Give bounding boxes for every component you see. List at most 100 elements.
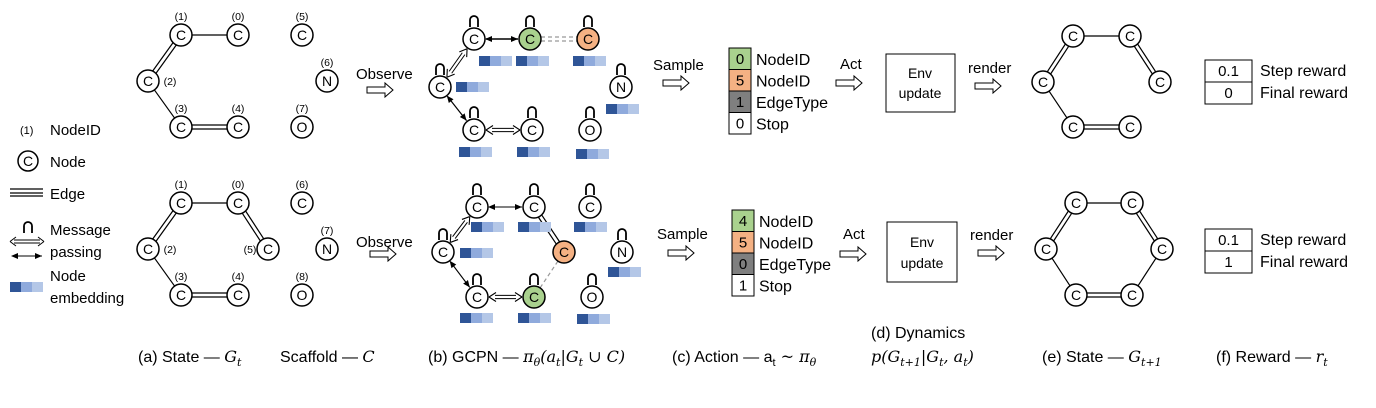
node-element-label: O — [297, 119, 308, 135]
graph-node: N — [609, 75, 633, 99]
node-id-label: (4) — [232, 271, 245, 283]
node-element-label: C — [435, 79, 445, 95]
bond-line — [1133, 45, 1153, 75]
graph-node: O — [290, 115, 314, 139]
state-graph-row1: C(1)C(0)C(5)C(2)N(6)C(3)C(4)O(7) — [136, 11, 339, 139]
action-value: 0 — [739, 256, 747, 273]
act-arrow-icon — [835, 74, 863, 92]
embedding-cell — [518, 313, 529, 323]
node-circle — [1064, 283, 1088, 307]
node-element-label: N — [616, 79, 626, 95]
graph-node: C — [1031, 70, 1055, 94]
self-loop-icon — [527, 106, 537, 118]
node-circle — [136, 69, 160, 93]
act-label: Act — [840, 56, 863, 73]
node-element-label: O — [585, 122, 596, 138]
bond-line — [1046, 43, 1066, 73]
render-arrow-icon — [974, 77, 1002, 95]
node-circle — [290, 191, 314, 215]
graph-node: C — [169, 115, 193, 139]
node-circle — [1034, 237, 1058, 261]
node-embedding — [577, 314, 610, 324]
node-element-label: C — [176, 119, 186, 135]
arrow-line — [454, 222, 468, 239]
node-id-label: (6) — [296, 179, 309, 191]
graph-node: N — [315, 237, 339, 261]
embedding-cell — [493, 222, 504, 232]
legend-message-label-1: Message — [50, 222, 111, 239]
node-circle — [465, 285, 489, 309]
graph-node: C — [518, 27, 542, 51]
graph-node: C — [462, 27, 486, 51]
embedding-cell — [527, 56, 538, 66]
single-bond — [1048, 90, 1068, 119]
node-element-label: C — [263, 241, 273, 257]
double-bond — [1049, 210, 1073, 242]
sample-label: Sample — [657, 226, 708, 243]
node-element-label: O — [297, 287, 308, 303]
reward-label: Final reward — [1260, 85, 1348, 102]
node-element-label: C — [559, 244, 569, 260]
action-value-box — [728, 112, 752, 135]
graph-node: C — [136, 237, 160, 261]
graph-node: N — [315, 69, 339, 93]
render-label: render — [970, 227, 1013, 244]
graph-node: C — [1064, 283, 1088, 307]
legend-edge-label: Edge — [50, 186, 85, 203]
node-circle — [518, 27, 542, 51]
self-loop-icon — [435, 63, 445, 75]
node-circle — [315, 69, 339, 93]
bond-line — [1139, 210, 1159, 240]
graph-node: C — [226, 283, 250, 307]
env-update-line1: Env — [910, 234, 934, 250]
graph-node: C — [169, 23, 193, 47]
node-element-label: C — [297, 195, 307, 211]
env-update-box — [886, 221, 958, 283]
legend-embedding-label-2: embedding — [50, 290, 124, 307]
caption-e: (e) State — Gt+1 — [1042, 347, 1162, 369]
self-loop-icon — [529, 183, 539, 195]
act-arrow-icon — [839, 245, 867, 263]
bond-line — [1050, 45, 1070, 75]
node-element-label: N — [322, 241, 332, 257]
reward-label: Step reward — [1260, 63, 1346, 80]
graph-node: O — [580, 285, 604, 309]
arrow-heads — [485, 125, 521, 135]
node-circle — [522, 195, 546, 219]
embedding-cell — [516, 56, 527, 66]
row2-flow: Observe Sample Act render Env update — [356, 221, 1013, 283]
act-label: Act — [843, 226, 866, 243]
node-id-label: (7) — [296, 103, 309, 115]
node-element-label: C — [469, 122, 479, 138]
bond-line — [1049, 210, 1069, 240]
node-circle — [462, 27, 486, 51]
node-id-label: (8) — [296, 271, 309, 283]
env-update-box — [885, 53, 956, 113]
embedding-cell — [490, 56, 501, 66]
graph-node: C — [522, 195, 546, 219]
embedding-cell — [574, 222, 585, 232]
single-bond — [1137, 257, 1157, 287]
self-loop-icon — [583, 15, 593, 27]
reward-value: 0.1 — [1218, 63, 1239, 80]
proposed-edge — [539, 260, 559, 289]
node-embedding — [574, 222, 607, 232]
node-element-label: C — [176, 287, 186, 303]
env-update-line2: update — [901, 255, 944, 271]
reward-value: 0 — [1224, 85, 1232, 102]
graph-node: C — [1064, 191, 1088, 215]
node-circle — [290, 115, 314, 139]
graph-node: C — [1118, 24, 1142, 48]
embedding-cell — [471, 313, 482, 323]
reward-value-box — [1204, 250, 1253, 274]
node-element-label: C — [1127, 287, 1137, 303]
embedding-cell — [595, 56, 606, 66]
node-id-label: (4) — [232, 103, 245, 115]
caption-b: (b) GCPN — πθ(at|Gt ∪ C) — [428, 347, 625, 369]
